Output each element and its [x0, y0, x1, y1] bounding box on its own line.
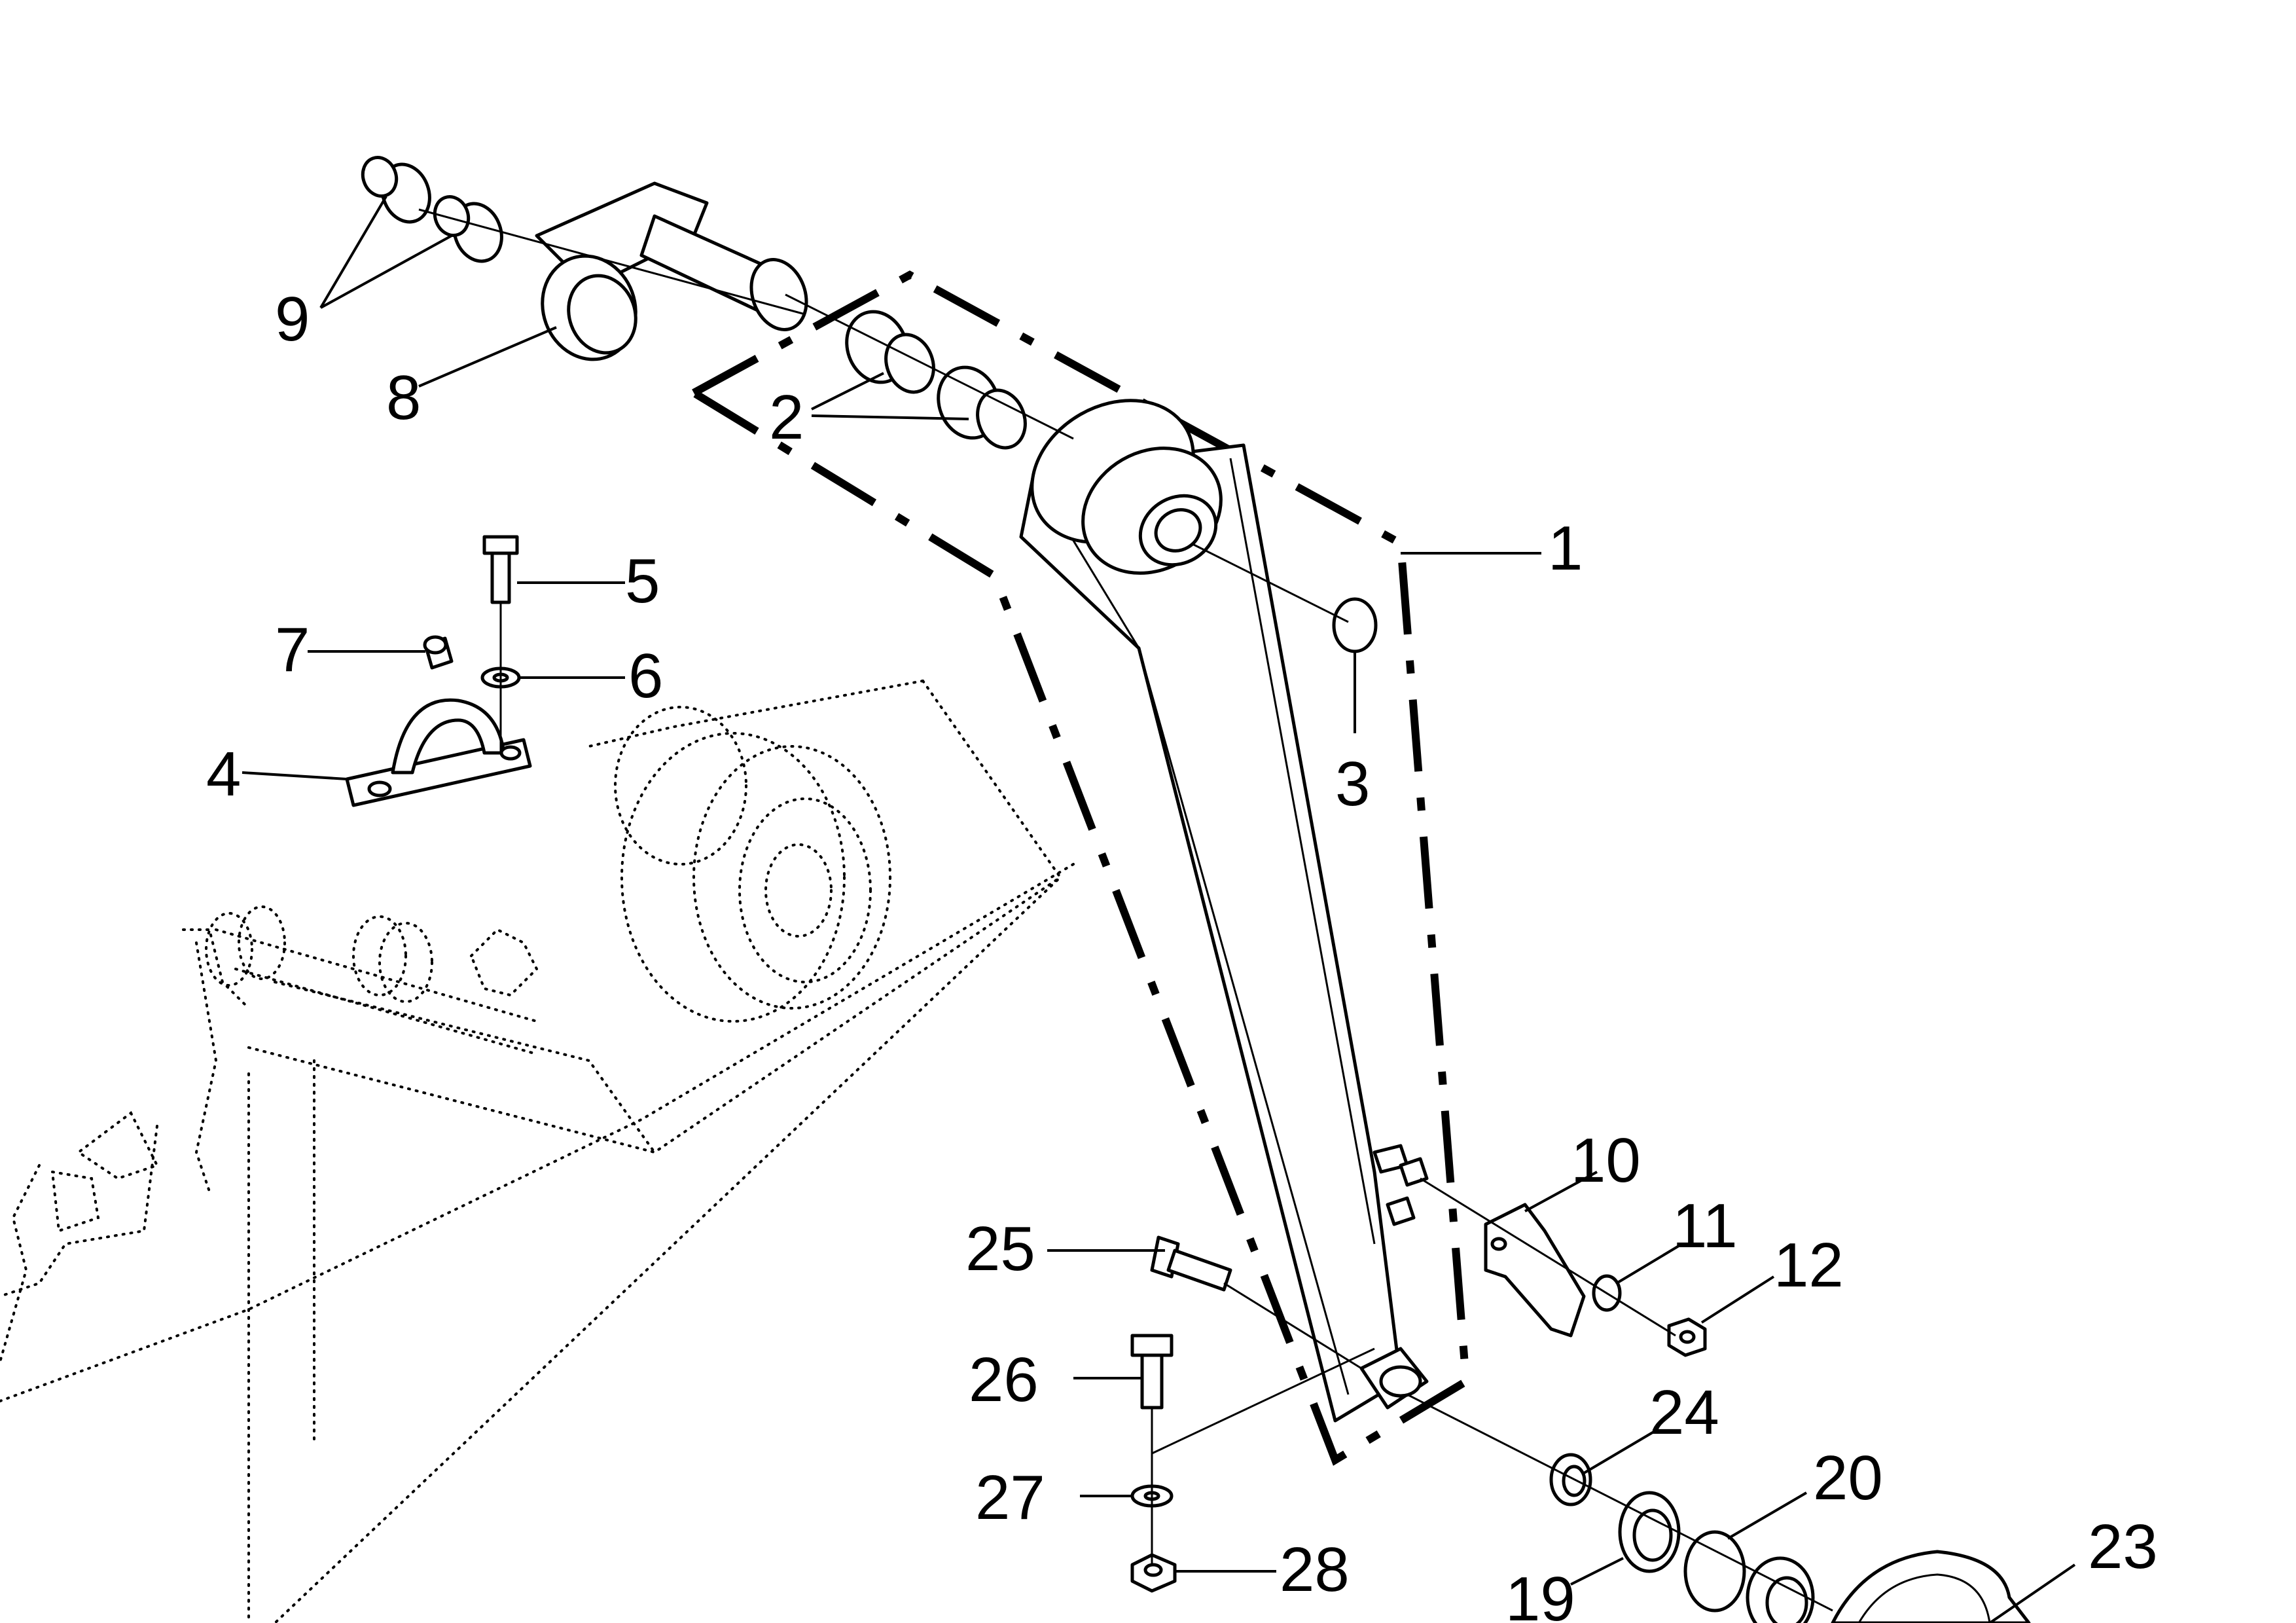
- callout-19: 19: [1505, 1564, 1575, 1623]
- clamp-part-4: [345, 698, 532, 807]
- phantom-outline: [691, 270, 1471, 1466]
- callout-23: 23: [2088, 1512, 2158, 1582]
- bushings-part-9: [361, 156, 503, 263]
- bearing-part-21: [1746, 1556, 1815, 1623]
- background-frame-dotted: [0, 680, 1075, 1623]
- snap-ring-part-20: [1683, 1530, 1746, 1613]
- bushings-part-2: [845, 310, 1027, 450]
- callout-3: 3: [1335, 749, 1370, 819]
- callout-28: 28: [1280, 1535, 1350, 1605]
- grease-fitting-part-7: [423, 635, 454, 670]
- callout-5: 5: [625, 546, 660, 616]
- assembly-lines: [418, 208, 1833, 1612]
- arm-part-1: [1019, 399, 1429, 1423]
- pivot-pin-part-8: [535, 181, 808, 361]
- bolt-part-26: [1130, 1334, 1174, 1410]
- leader-lines: [242, 195, 2076, 1623]
- callout-6: 6: [628, 641, 663, 711]
- callout-20: 20: [1813, 1443, 1883, 1513]
- callout-27: 27: [975, 1463, 1045, 1533]
- callout-11: 11: [1672, 1191, 1738, 1261]
- bracket-part-10: [1484, 1203, 1586, 1338]
- callout-8: 8: [386, 363, 421, 433]
- wheel-part-23: [1831, 1550, 2031, 1623]
- callout-12: 12: [1774, 1230, 1844, 1300]
- callout-25: 25: [965, 1214, 1035, 1284]
- callout-labels: 1 2 3 4 5 6 7 8 9 10 11 12 19 20 23 24 2…: [206, 284, 2158, 1623]
- callout-10: 10: [1571, 1125, 1641, 1195]
- callout-4: 4: [206, 739, 241, 809]
- callout-24: 24: [1649, 1377, 1719, 1448]
- callout-1: 1: [1548, 513, 1583, 583]
- seal-part-19: [1618, 1491, 1681, 1573]
- bolt-part-5: [482, 535, 519, 604]
- nut-part-28: [1130, 1553, 1177, 1593]
- callout-2: 2: [769, 382, 804, 452]
- nut-part-12: [1667, 1317, 1707, 1357]
- callout-9: 9: [275, 284, 310, 354]
- snap-ring-part-3: [1332, 597, 1378, 653]
- callout-7: 7: [275, 615, 310, 685]
- spacer-part-24: [1549, 1453, 1592, 1506]
- bolt-part-25: [1150, 1235, 1232, 1292]
- callout-26: 26: [969, 1345, 1039, 1415]
